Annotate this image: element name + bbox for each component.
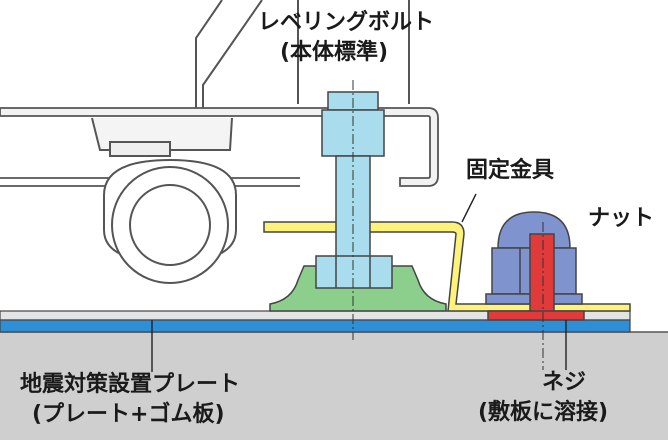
leader-fixing-bracket xyxy=(461,193,477,223)
fixing-bracket xyxy=(263,221,631,312)
fixing-bracket-label: 固定金具 xyxy=(466,158,555,183)
leveling-bolt xyxy=(315,91,393,289)
base-plate-note: (プレート+ゴム板) xyxy=(32,402,225,427)
floor xyxy=(0,332,668,440)
leveling-bolt-note: (本体標準) xyxy=(280,40,389,65)
screw-note: (敷板に溶接) xyxy=(478,400,609,425)
caster-wheel xyxy=(91,117,237,284)
screw-label: ネジ xyxy=(542,370,587,395)
leveling-bolt-label: レベリングボルト xyxy=(258,10,435,35)
frame-rail xyxy=(0,107,439,187)
base-plate-blue xyxy=(0,319,631,333)
base-plate-label: 地震対策設置プレート xyxy=(20,372,241,397)
machine-body xyxy=(195,0,410,110)
weld-screw xyxy=(487,233,585,321)
nut-label: ナット xyxy=(588,206,655,231)
